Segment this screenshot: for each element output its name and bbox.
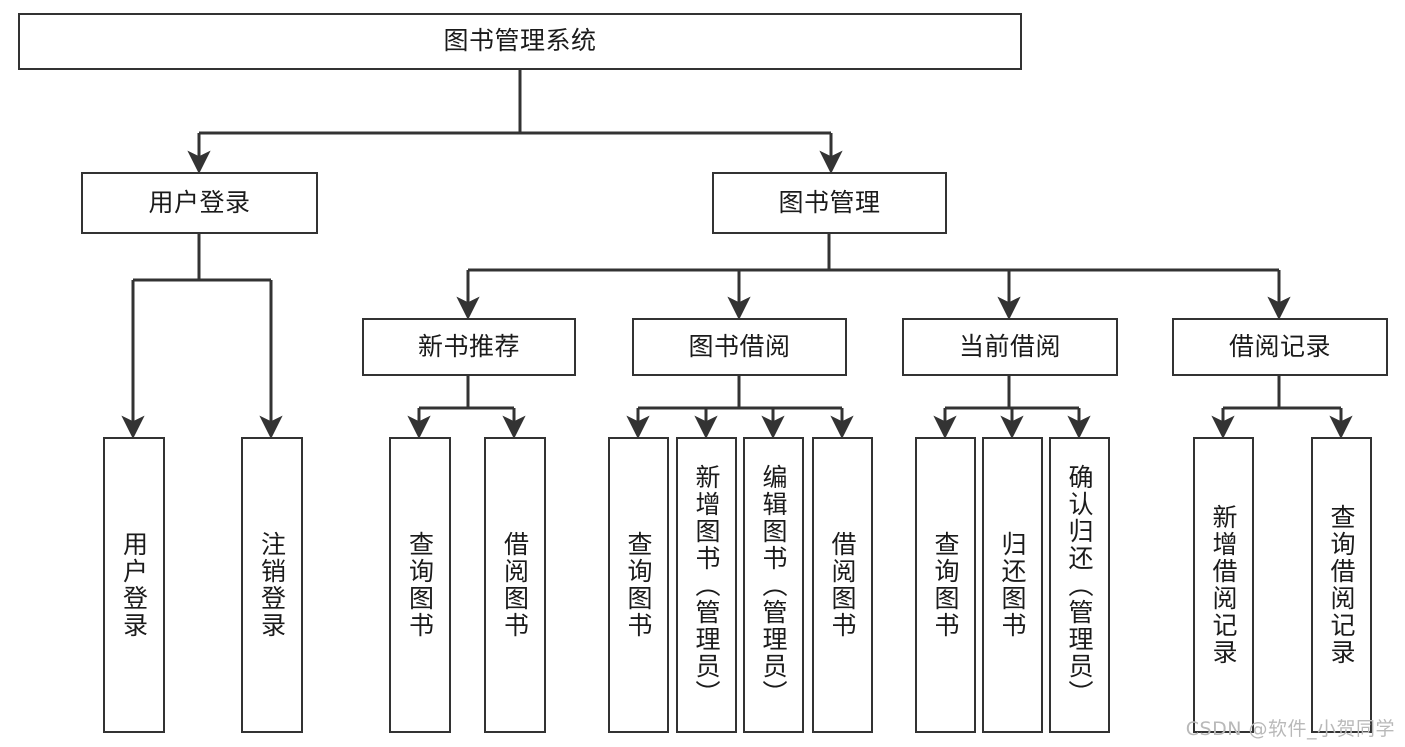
node-leaf-borrow-book-1-label: 借阅图书 [500,531,530,639]
node-leaf-return-book-label: 归还图书 [998,531,1027,639]
node-book-borrow-label: 图书借阅 [688,331,791,361]
node-book-borrow[interactable]: 图书借阅 [632,318,847,376]
node-borrow-record[interactable]: 借阅记录 [1172,318,1388,376]
node-borrow-record-label: 借阅记录 [1228,331,1331,361]
node-leaf-query-book-2-label: 查询图书 [624,531,653,639]
csdn-watermark: CSDN @软件_小贺同学 [1185,718,1395,740]
node-leaf-query-book-3[interactable]: 查询图书 [915,437,976,733]
node-user-login-label: 用户登录 [148,187,251,217]
node-leaf-return-book[interactable]: 归还图书 [982,437,1043,733]
node-leaf-add-book-label: 新增图书（管理员） [692,463,721,707]
node-leaf-logout-login[interactable]: 注销登录 [241,437,303,733]
node-new-book-rec[interactable]: 新书推荐 [362,318,576,376]
node-leaf-query-book-1-label: 查询图书 [405,531,435,639]
node-book-manage-label: 图书管理 [778,187,881,217]
node-leaf-borrow-book-2[interactable]: 借阅图书 [812,437,873,733]
node-root-label: 图书管理系统 [443,26,597,56]
node-leaf-confirm-return-label: 确认归还（管理员） [1065,463,1094,707]
node-leaf-borrow-book-2-label: 借阅图书 [828,531,857,639]
node-leaf-query-record[interactable]: 查询借阅记录 [1311,437,1372,733]
node-leaf-query-book-3-label: 查询图书 [931,531,960,639]
node-current-borrow[interactable]: 当前借阅 [902,318,1118,376]
node-leaf-user-login-label: 用户登录 [119,531,149,639]
node-current-borrow-label: 当前借阅 [958,331,1061,361]
node-leaf-add-book[interactable]: 新增图书（管理员） [676,437,737,733]
node-root[interactable]: 图书管理系统 [18,13,1022,70]
node-book-manage[interactable]: 图书管理 [712,172,947,234]
node-leaf-query-record-label: 查询借阅记录 [1327,504,1356,666]
node-leaf-edit-book[interactable]: 编辑图书（管理员） [743,437,804,733]
node-leaf-query-book-1[interactable]: 查询图书 [389,437,451,733]
node-new-book-rec-label: 新书推荐 [417,331,520,361]
node-leaf-edit-book-label: 编辑图书（管理员） [759,463,788,707]
node-user-login[interactable]: 用户登录 [81,172,318,234]
node-leaf-add-record[interactable]: 新增借阅记录 [1193,437,1254,733]
node-leaf-logout-login-label: 注销登录 [257,531,287,639]
node-leaf-borrow-book-1[interactable]: 借阅图书 [484,437,546,733]
node-leaf-query-book-2[interactable]: 查询图书 [608,437,669,733]
node-leaf-add-record-label: 新增借阅记录 [1209,504,1238,666]
node-leaf-user-login[interactable]: 用户登录 [103,437,165,733]
node-leaf-confirm-return[interactable]: 确认归还（管理员） [1049,437,1110,733]
